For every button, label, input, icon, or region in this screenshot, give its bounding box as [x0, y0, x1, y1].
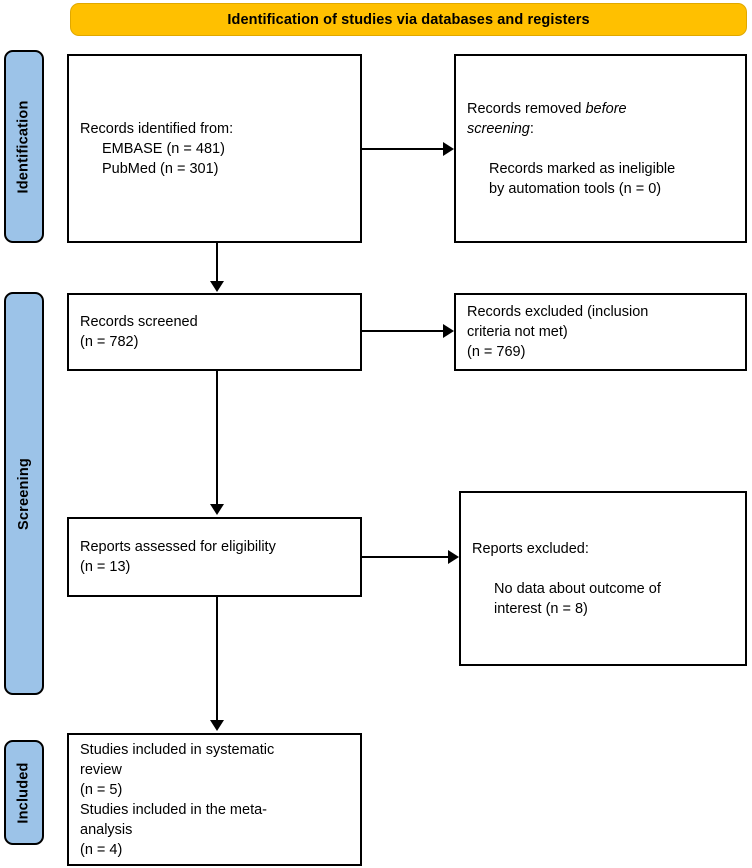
arrowhead-identified-to-screened [210, 281, 224, 292]
phase-band-identification: Identification [4, 50, 44, 243]
connector-assessed-to-included [216, 597, 218, 721]
reports-assessed-line-2: (n = 13) [80, 559, 131, 575]
box-reports-assessed: Reports assessed for eligibility (n = 13… [67, 517, 362, 597]
phase-band-included-label: Included [16, 761, 32, 824]
reports-assessed-line-1: Reports assessed for eligibility [80, 539, 276, 555]
reports-excluded-line-1: Reports excluded: [472, 540, 589, 557]
records-removed-line-2: screening: [467, 119, 734, 139]
phase-band-screening: Screening [4, 292, 44, 695]
connector-screened-to-excluded [362, 330, 446, 332]
connector-identified-to-screened [216, 243, 218, 282]
records-removed-spacer [467, 139, 734, 159]
phase-band-screening-label: Screening [16, 457, 33, 530]
records-screened-line-2: (n = 782) [80, 334, 139, 350]
studies-included-line-2: review [80, 761, 122, 778]
records-removed-line-3: Records marked as ineligible [489, 160, 676, 177]
box-reports-excluded: Reports excluded: No data about outcome … [459, 491, 747, 666]
records-excluded-line-2: criteria not met) [467, 324, 568, 340]
connector-screened-to-assessed [216, 371, 218, 505]
box-records-removed: Records removed before screening: Record… [454, 54, 747, 243]
arrowhead-assessed-to-reports-excluded [448, 550, 459, 564]
records-removed-line-2-text: : [529, 120, 534, 137]
box-records-screened: Records screened (n = 782) [67, 293, 362, 371]
phase-band-included: Included [4, 740, 44, 845]
records-removed-line-2-emphasis: screening [467, 120, 530, 137]
phase-band-identification-label: Identification [16, 99, 32, 194]
records-identified-line-1: Records identified from: [80, 120, 234, 137]
reports-excluded-line-3: interest (n = 8) [494, 600, 588, 617]
phase-banner-identification: Identification of studies via databases … [70, 3, 747, 36]
records-removed-line-1: Records removed before [467, 99, 734, 119]
records-identified-line-2: EMBASE (n = 481) [102, 140, 225, 157]
studies-included-line-4: Studies included in the meta- [80, 801, 267, 818]
studies-included-line-1: Studies included in systematic [80, 741, 275, 758]
records-excluded-line-1: Records excluded (inclusion [467, 304, 649, 320]
connector-assessed-to-reports-excluded [362, 556, 451, 558]
records-removed-line-1-emphasis: before [585, 100, 627, 117]
records-excluded-line-3: (n = 769) [467, 344, 526, 360]
box-records-excluded: Records excluded (inclusion criteria not… [454, 293, 747, 371]
arrowhead-screened-to-excluded [443, 324, 454, 338]
studies-included-line-5: analysis [80, 821, 133, 838]
records-removed-line-4: by automation tools (n = 0) [489, 180, 662, 197]
records-screened-line-1: Records screened [80, 314, 198, 330]
reports-excluded-spacer [472, 559, 734, 579]
arrowhead-screened-to-assessed [210, 504, 224, 515]
phase-banner-label: Identification of studies via databases … [227, 11, 590, 28]
studies-included-line-3: (n = 5) [80, 781, 123, 798]
records-removed-line-1-text: Records removed [467, 100, 586, 117]
connector-identified-to-removed [362, 148, 446, 150]
records-identified-line-3: PubMed (n = 301) [102, 160, 219, 177]
arrowhead-identified-to-removed [443, 142, 454, 156]
reports-excluded-line-2: No data about outcome of [494, 580, 661, 597]
box-studies-included: Studies included in systematic review (n… [67, 733, 362, 866]
studies-included-line-6: (n = 4) [80, 841, 123, 858]
box-records-identified: Records identified from: EMBASE (n = 481… [67, 54, 362, 243]
arrowhead-assessed-to-included [210, 720, 224, 731]
